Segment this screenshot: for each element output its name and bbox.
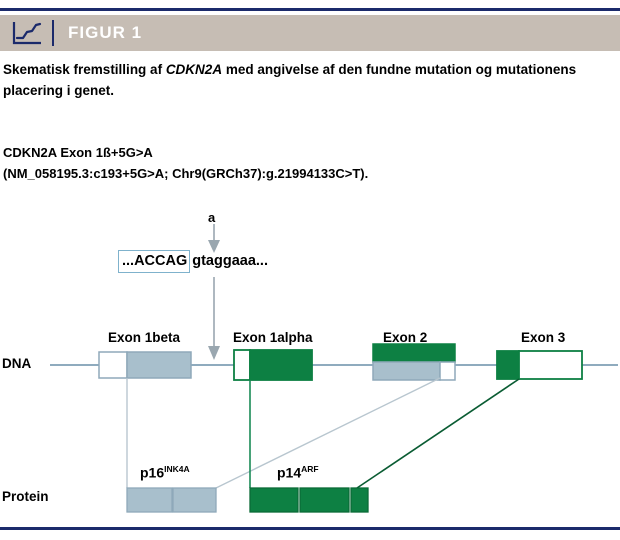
exon-label-2: Exon 2 [383,330,428,345]
protein-p14-blocks [249,487,369,513]
exon-1alpha-block [233,349,313,381]
top-rule [0,8,620,11]
variant-line-2: (NM_058195.3:c193+5G>A; Chr9(GRCh37):g.2… [3,165,369,181]
mutation-marker-label: a [208,210,216,225]
variant-gene: CDKN2A [3,145,57,160]
line-chart-icon [12,22,42,45]
exon-3-block [496,350,583,380]
caption-part1: Skematisk fremstilling af [3,62,166,77]
sequence-intron-text: gtaggaaa... [192,253,268,269]
protein-p16-blocks [126,487,217,513]
protein-label-p16: p16INK4A [140,464,190,481]
caption-gene-name: CDKN2A [165,62,223,77]
figure-title: FIGUR 1 [68,23,143,42]
protein-label-p16-base: p16 [140,464,165,481]
exon-label-1beta: Exon 1beta [108,330,181,345]
protein-label-p14: p14ARF [277,464,319,481]
variant-exon: Exon 1ß+5G>A [56,145,153,160]
bottom-rule [0,527,620,530]
protein-label-p14-base: p14 [277,464,302,481]
header-divider [52,20,54,46]
protein-label-p14-sup: ARF [301,464,319,474]
sequence-exon-box: ...ACCAG [118,250,191,273]
figure-caption: Skematisk fremstilling af CDKN2A med ang… [3,60,603,102]
protein-row-label: Protein [2,489,49,504]
figure-header-band: FIGUR 1 [0,15,620,51]
protein-label-p16-sup: INK4A [164,464,190,474]
dna-row-label: DNA [2,356,32,371]
variant-nomenclature: CDKN2A Exon 1ß+5G>A (NM_058195.3:c193+5G… [3,143,613,185]
exon-label-1alpha: Exon 1alpha [233,330,313,345]
exon-1beta-block [98,351,192,379]
mutation-arrow [208,224,220,360]
exon-2-block [372,343,456,381]
caption-part2: med angivelse af den fundne mutation og … [3,62,577,98]
exon-label-3: Exon 3 [521,330,566,345]
variant-line-1: CDKN2A Exon 1ß+5G>A [3,143,613,164]
